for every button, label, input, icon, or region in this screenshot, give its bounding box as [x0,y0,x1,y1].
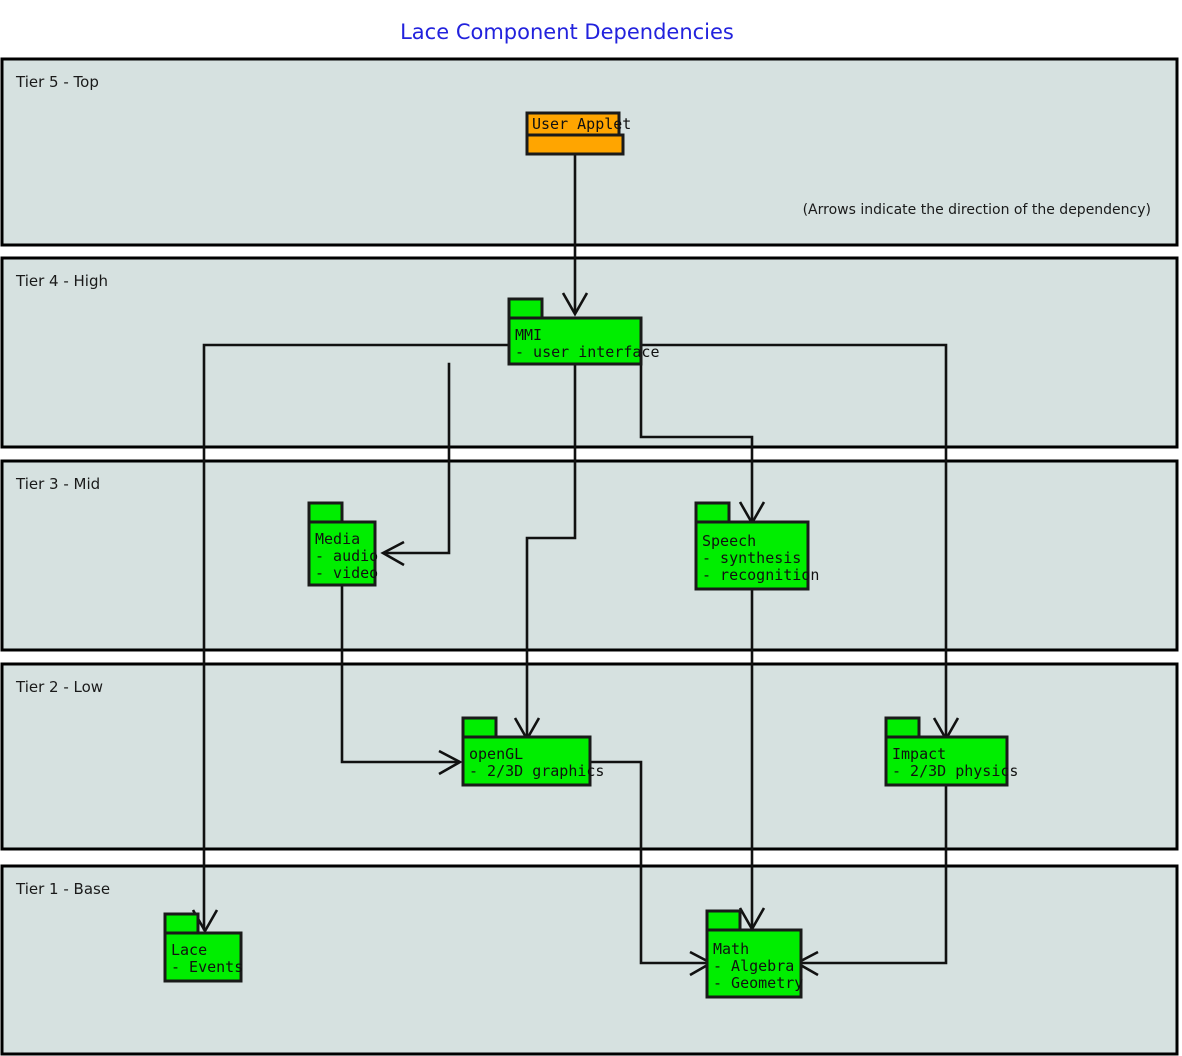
package-mmi-name: MMI [515,326,542,344]
package-math-name: Math [713,940,749,958]
package-media-item-1: - video [315,564,378,582]
package-opengl[interactable]: openGL - 2/3D graphics [461,716,604,787]
tier-group-tier3: Tier 3 - Mid [0,459,1179,652]
package-opengl-name: openGL [469,745,523,763]
tier-container-tier3 [0,459,1179,652]
package-speech-tab [694,501,731,525]
package-opengl-tab [461,716,498,740]
package-media-name: Media [315,530,360,548]
package-user-applet-name: User Applet [532,115,631,133]
tier-label-tier4: Tier 4 - High [15,272,108,290]
package-mmi-body [507,316,643,366]
package-speech-name: Speech [702,532,756,550]
package-impact-tab [884,716,921,740]
tier-label-tier1: Tier 1 - Base [15,880,110,898]
package-media-body [307,520,377,587]
package-lace[interactable]: Lace - Events [163,912,243,983]
package-impact-name: Impact [892,745,946,763]
package-math-item-1: - Geometry [713,974,803,992]
package-lace-item-0: - Events [171,958,243,976]
dependency-user-applet-to-mmi [561,152,589,317]
package-mmi-item-0: - user interface [515,343,660,361]
package-opengl-body [461,735,592,787]
package-media-item-0: - audio [315,547,378,565]
dependency-mmi-to-media [380,362,451,567]
package-speech-item-1: - recognition [702,566,819,584]
tier-label-tier5: Tier 5 - Top [15,73,99,91]
package-speech[interactable]: Speech - synthesis - recognition [694,501,819,591]
page-title: Lace Component Dependencies [400,20,734,44]
package-speech-item-0: - synthesis [702,549,801,567]
tier-label-tier2: Tier 2 - Low [15,678,103,696]
package-math[interactable]: Math - Algebra - Geometry [705,909,803,999]
package-impact[interactable]: Impact - 2/3D physics [884,716,1018,787]
package-media[interactable]: Media - audio - video [307,501,378,587]
package-math-body [705,928,803,999]
package-lace-tab [163,912,200,936]
dependency-media-to-opengl [340,583,463,776]
package-math-tab [705,909,742,933]
package-math-item-0: - Algebra [713,957,794,975]
package-mmi-tab [507,297,544,321]
package-lace-body [163,931,243,983]
package-opengl-item-0: - 2/3D graphics [469,762,604,780]
tier-group-tier4: Tier 4 - High [0,256,1179,449]
package-impact-item-0: - 2/3D physics [892,762,1018,780]
package-mmi[interactable]: MMI - user interface [507,297,660,366]
package-user-applet[interactable]: User Applet [525,111,631,156]
package-impact-body [884,735,1009,787]
package-speech-body [694,520,810,591]
package-media-tab [307,501,344,525]
tier-container-tier4 [0,256,1179,449]
tier-label-tier3: Tier 3 - Mid [15,475,100,493]
package-user-applet-body [525,133,625,156]
arrows-note: (Arrows indicate the direction of the de… [803,202,1151,218]
package-lace-name: Lace [171,941,207,959]
